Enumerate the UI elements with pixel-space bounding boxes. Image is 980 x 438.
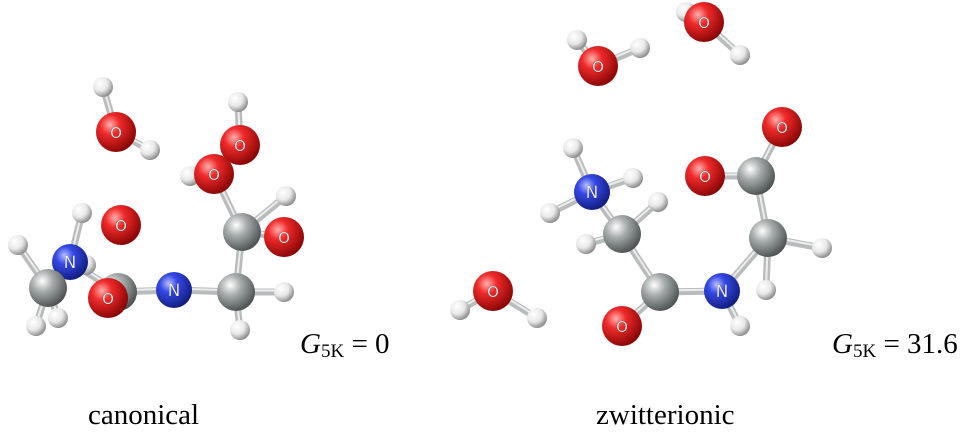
atom-h <box>527 308 547 328</box>
atom-h <box>48 308 68 328</box>
atom-h <box>450 300 470 320</box>
energy-value: = 31.6 <box>883 328 958 360</box>
atom-h <box>576 234 596 254</box>
atom-h <box>756 280 776 300</box>
atom-h <box>26 316 46 336</box>
atom-o <box>264 217 304 257</box>
atom-o <box>194 154 234 194</box>
atom-o <box>578 46 618 86</box>
canonical-caption: canonical <box>88 399 200 431</box>
energy-symbol: G <box>832 328 853 360</box>
atom-o <box>762 107 802 147</box>
energy-symbol: G <box>300 328 321 360</box>
atom-label-o: O <box>592 58 604 76</box>
atom-c <box>603 215 641 253</box>
atom-n <box>574 174 610 210</box>
atom-h <box>630 38 650 58</box>
atom-c <box>737 157 775 195</box>
atom-label-o: O <box>699 168 711 186</box>
atom-c <box>29 269 67 307</box>
atom-o <box>602 306 642 346</box>
atom-label-n: N <box>716 282 729 302</box>
zwitterionic-energy-label: G5K = 31.6 <box>832 328 958 363</box>
atom-h <box>563 138 583 158</box>
atom-label-o: O <box>616 318 628 336</box>
atom-label-o: O <box>487 283 499 301</box>
atom-label-o: O <box>234 137 246 155</box>
energy-subscript: 5K <box>852 341 877 362</box>
atom-h <box>93 77 113 97</box>
atom-n <box>156 272 192 308</box>
atom-label-o: O <box>110 124 122 142</box>
atom-h <box>623 168 643 188</box>
atom-h <box>730 316 750 336</box>
atom-label-n: N <box>64 253 77 273</box>
atom-h <box>540 203 560 223</box>
atom-o <box>685 156 725 196</box>
atom-o <box>101 205 141 245</box>
atom-h <box>72 203 92 223</box>
atom-label-n: N <box>168 281 181 301</box>
atom-h <box>812 238 832 258</box>
canonical-energy-label: G5K = 0 <box>300 328 390 363</box>
atom-label-o: O <box>115 217 127 235</box>
atom-h <box>228 92 248 112</box>
atom-h <box>567 30 587 50</box>
atom-h <box>140 140 160 160</box>
zwitterionic-caption: zwitterionic <box>596 399 735 431</box>
atom-c <box>641 273 679 311</box>
atom-label-o: O <box>776 119 788 137</box>
atom-o <box>684 2 724 42</box>
atom-c <box>223 213 261 251</box>
atom-c <box>217 273 255 311</box>
atom-label-o: O <box>698 14 710 32</box>
atom-o <box>220 125 260 165</box>
atom-o <box>96 112 136 152</box>
atom-label-o: O <box>102 290 114 308</box>
atom-h <box>276 186 296 206</box>
atom-o <box>88 278 128 318</box>
atom-h <box>8 235 28 255</box>
atom-n <box>704 273 740 309</box>
atom-h <box>230 320 250 340</box>
atom-c <box>749 219 787 257</box>
zwitterionic-structure: O O O O N O N O <box>450 2 832 346</box>
atom-n <box>52 244 88 280</box>
atom-h <box>274 282 294 302</box>
energy-value: = 0 <box>351 328 390 360</box>
atom-h <box>648 192 668 212</box>
atom-label-o: O <box>278 229 290 247</box>
atom-label-o: O <box>208 166 220 184</box>
energy-subscript: 5K <box>320 341 345 362</box>
atom-o <box>473 271 513 311</box>
atom-h <box>730 45 750 65</box>
atom-label-n: N <box>586 183 599 203</box>
